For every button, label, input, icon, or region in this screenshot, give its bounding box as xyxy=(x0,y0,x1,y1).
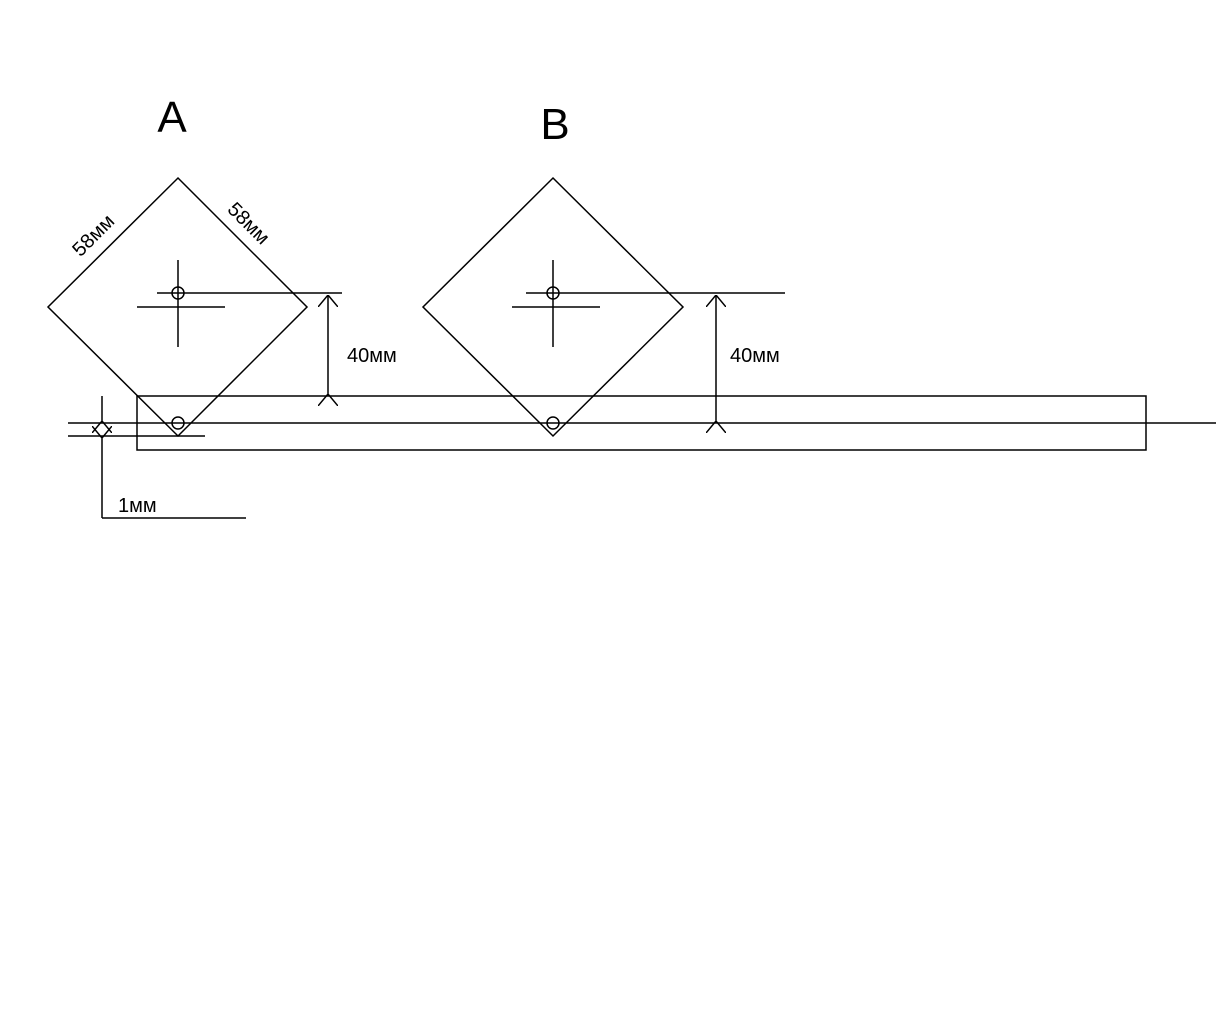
dimension-side-left: 58мм xyxy=(68,210,119,261)
diamond-b-outline xyxy=(421,176,685,438)
hole-b-bottom xyxy=(546,416,560,430)
label-b: B xyxy=(540,100,569,149)
hole-a-bottom xyxy=(171,416,185,430)
diamond-a xyxy=(46,176,342,438)
dimension-height-a: 40мм xyxy=(347,345,397,367)
label-a: A xyxy=(157,93,187,142)
dimension-height-b: 40мм xyxy=(730,345,780,367)
dimension-side-right: 58мм xyxy=(223,198,274,249)
diamond-b xyxy=(421,176,785,438)
diamond-a-outline xyxy=(46,176,309,438)
dimension-offset: 1мм xyxy=(118,495,157,517)
